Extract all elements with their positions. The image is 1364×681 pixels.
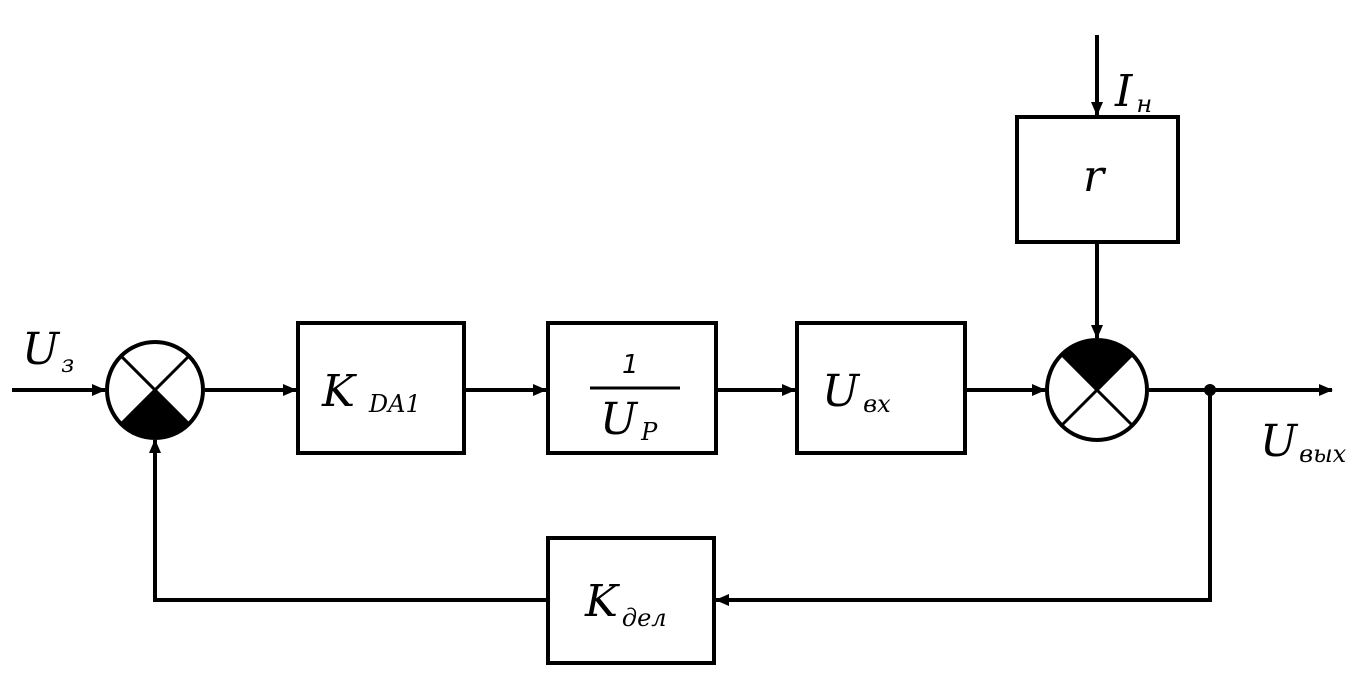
block-k-del — [546, 536, 716, 665]
junction-shaded-sector — [1062, 340, 1132, 390]
block-r — [1015, 115, 1180, 244]
block-reciprocal-up — [546, 321, 718, 455]
feedback-line-right — [715, 390, 1212, 606]
fraction-numerator: 1 — [622, 350, 639, 380]
r-label: r — [1083, 151, 1105, 202]
block-k-da1 — [296, 321, 466, 455]
summing-junction-input — [105, 340, 205, 440]
summing-junction-output — [1045, 338, 1149, 442]
u-z-signal-label: Uз — [22, 324, 75, 378]
u-vyx-signal-label: Uвых — [1260, 416, 1347, 468]
junction-shaded-sector — [121, 390, 189, 439]
block-u-vx — [795, 321, 967, 455]
feedback-line-left — [149, 439, 546, 602]
